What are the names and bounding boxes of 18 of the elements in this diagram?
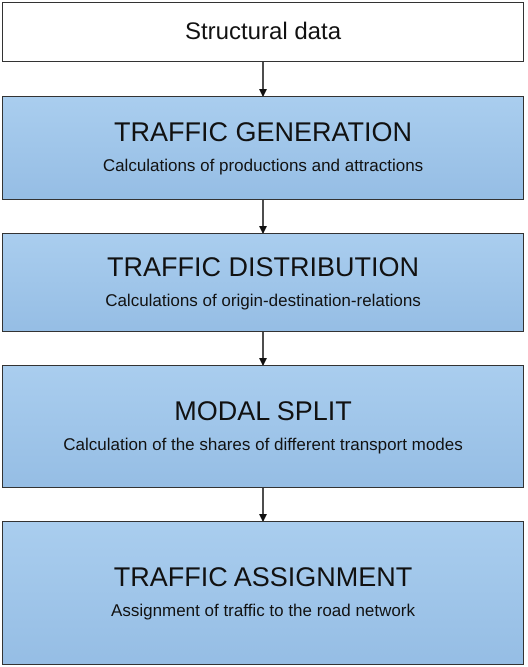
description: Calculation of the shares of different transport modes [63,434,463,456]
description: Assignment of traffic to the road network [111,600,415,622]
box-title: TRAFFIC DISTRIBUTION [107,252,419,283]
description: Calculations of productions and attractions [102,155,424,178]
process-box [2,96,524,200]
box-title: Structural data [184,18,342,46]
arrow [259,488,267,522]
process-box [2,233,524,332]
description: Calculations of origin-destination-relations [105,290,421,312]
process-box [2,521,524,665]
arrow [259,332,267,366]
box-title: TRAFFIC GENERATION [114,117,412,148]
box-title: MODAL SPLIT [174,396,352,427]
arrow [259,200,267,234]
box-title: TRAFFIC ASSIGNMENT [114,562,412,594]
input-box [2,2,524,62]
arrow [259,62,267,97]
process-box [2,365,524,488]
